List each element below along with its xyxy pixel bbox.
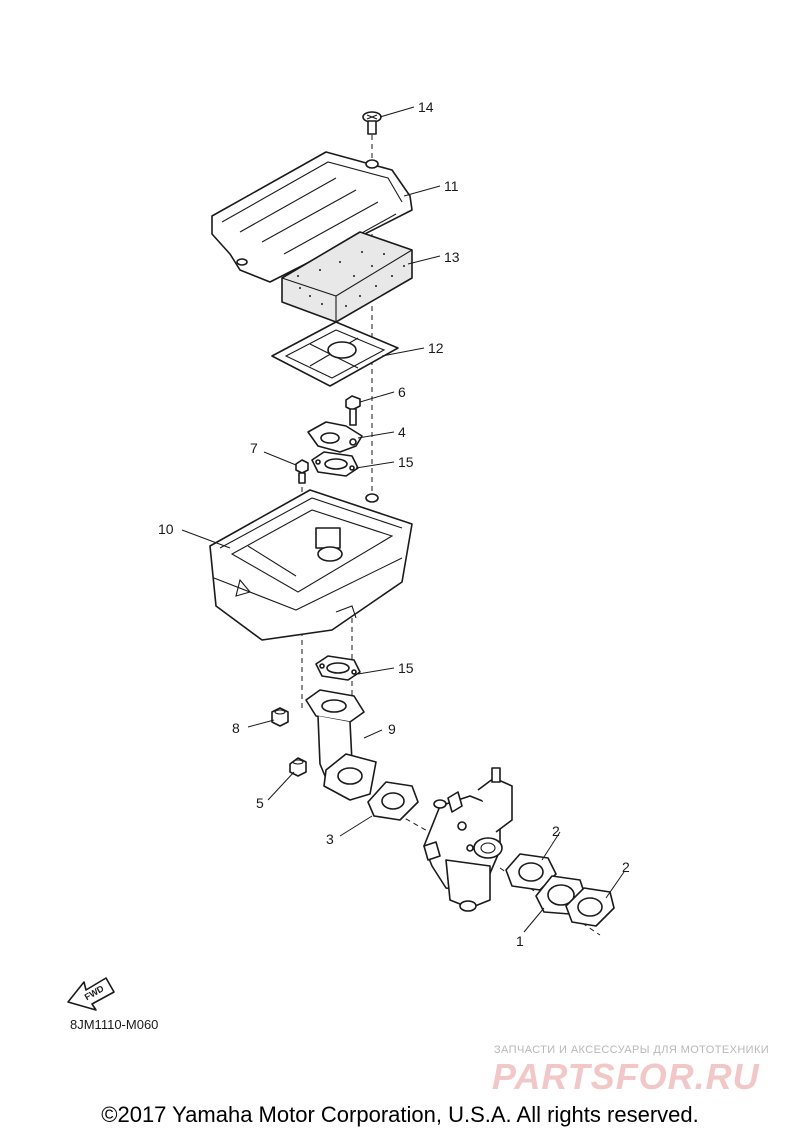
callout-9: 9 [388, 721, 396, 737]
fwd-arrow-icon: FWD [67, 977, 115, 1011]
part-15-gasket-upper [311, 451, 359, 477]
part-2-gasket-left [505, 853, 557, 891]
watermark-logo: PARTSFOR.RU [492, 1056, 760, 1097]
part-7-screw [295, 459, 309, 484]
part-12-filter-screen [271, 321, 399, 387]
callout-8: 8 [232, 720, 240, 736]
callout-10: 10 [158, 521, 174, 537]
part-2-gasket-right [565, 887, 615, 927]
callout-15-upper: 15 [398, 454, 414, 470]
part-8-nut [271, 707, 289, 727]
callout-12: 12 [428, 340, 444, 356]
part-3-gasket [367, 781, 419, 821]
part-10-air-cleaner-case [209, 489, 413, 641]
callout-15-lower: 15 [398, 660, 414, 676]
callout-2-right: 2 [622, 859, 630, 875]
leader-lines [181, 106, 625, 933]
callout-1: 1 [516, 933, 524, 949]
callout-4: 4 [398, 424, 406, 440]
callout-5: 5 [256, 795, 264, 811]
watermark-tagline: ЗАПЧАСТИ И АКСЕССУАРЫ ДЛЯ МОТОТЕХНИКИ [494, 1044, 770, 1056]
callout-3: 3 [326, 831, 334, 847]
copyright-notice: ©2017 Yamaha Motor Corporation, U.S.A. A… [101, 1102, 699, 1127]
callout-13: 13 [444, 249, 460, 265]
callout-11: 11 [444, 178, 459, 194]
callout-7: 7 [250, 440, 258, 456]
callout-labels: 14 11 13 12 6 4 7 15 10 15 9 8 5 3 2 1 2 [158, 99, 630, 949]
part-15-gasket-lower [315, 655, 361, 681]
diagram-code: 8JM1110-M060 [70, 1017, 159, 1032]
callout-2-left: 2 [552, 823, 560, 839]
part-9-intake-elbow [305, 689, 377, 801]
part-5-nut [289, 757, 307, 777]
callout-6: 6 [398, 384, 406, 400]
callout-14: 14 [418, 99, 434, 115]
carburetor-assembly [423, 767, 513, 912]
part-6-bolt [345, 395, 361, 426]
part-14-screw [362, 111, 382, 135]
part-4-bracket [307, 421, 363, 453]
part-13-foam-element [281, 231, 413, 323]
